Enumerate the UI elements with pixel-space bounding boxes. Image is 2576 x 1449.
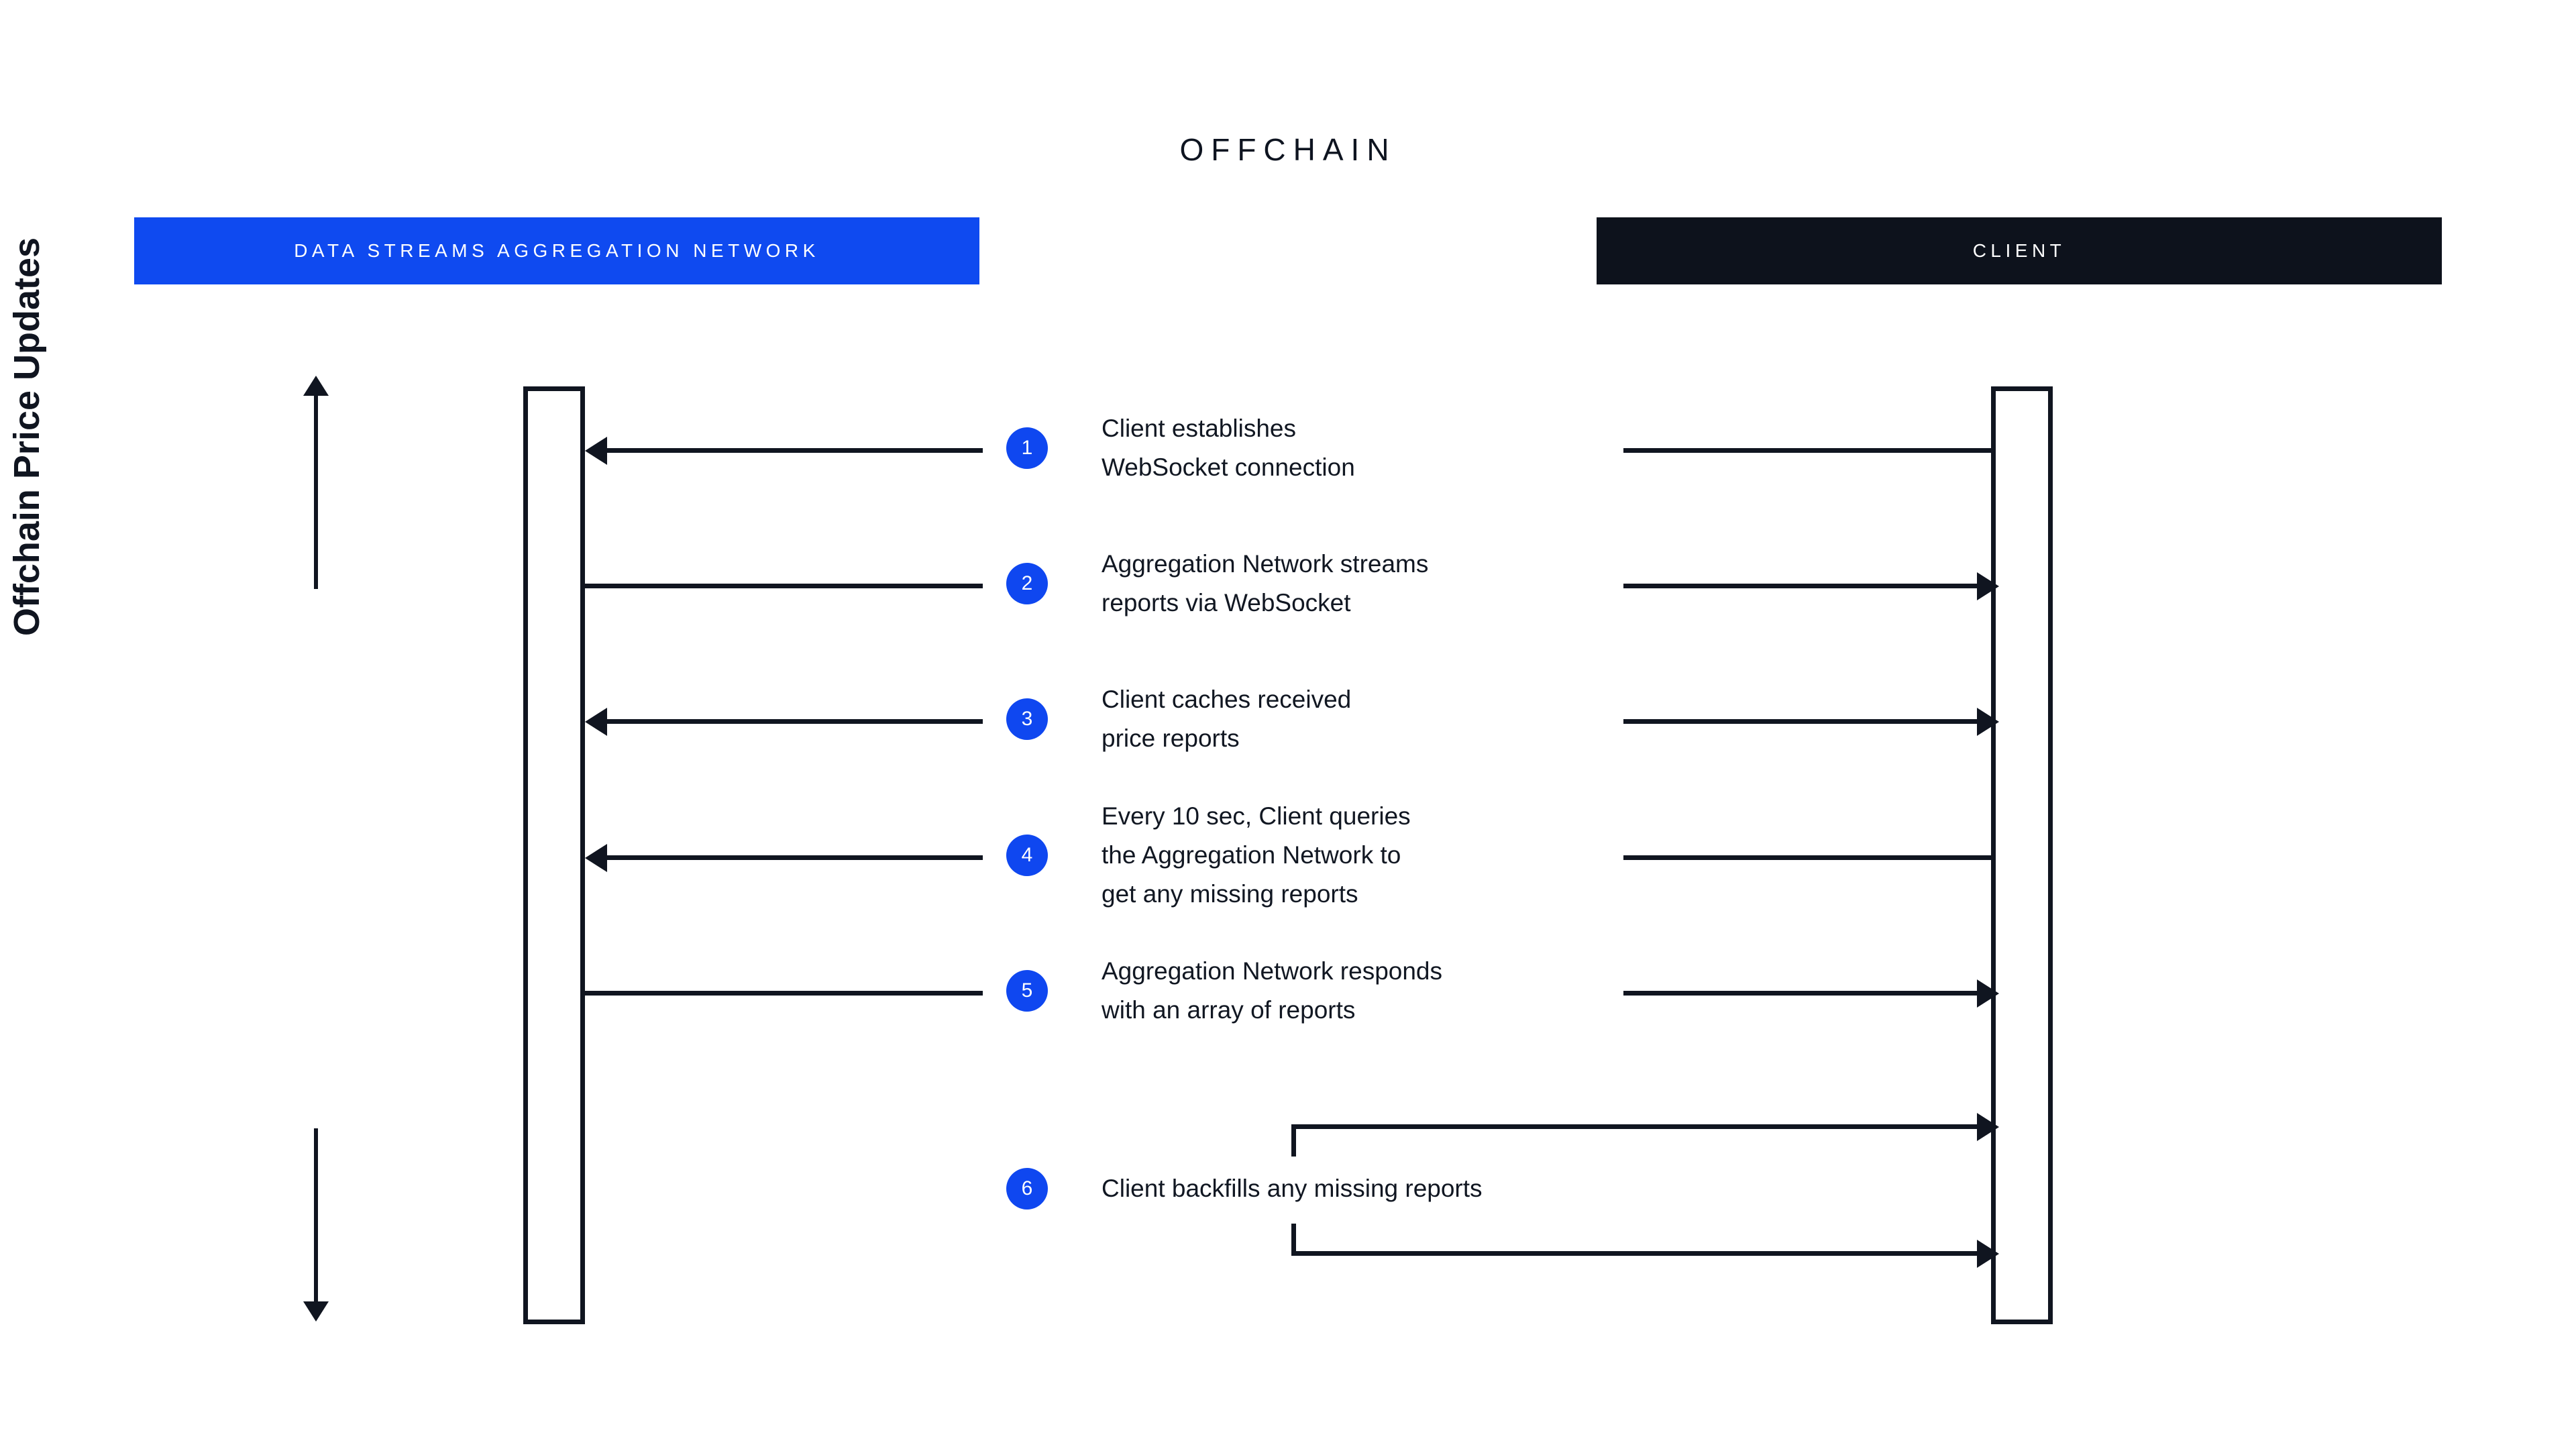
message-line-right-5 xyxy=(1623,991,1977,996)
axis-arrowhead-up-icon xyxy=(303,376,329,396)
step-number-6: 6 xyxy=(1021,1177,1033,1199)
arrowhead-left-icon-1 xyxy=(585,437,607,465)
message-line-right-1 xyxy=(1623,448,1994,453)
step-description-5: Aggregation Network responds with an arr… xyxy=(1102,957,1443,1024)
lifeline-aggregation-network xyxy=(523,386,585,1324)
actor-header-label-network: DATA STREAMS AGGREGATION NETWORK xyxy=(294,240,820,261)
step-description-6: Client backfills any missing reports xyxy=(1102,1175,1483,1202)
self-message-line-lower xyxy=(1291,1251,1977,1256)
step-badge-4: 4 xyxy=(1006,835,1048,876)
axis-arrowhead-down-icon xyxy=(303,1301,329,1322)
step-description-2: Aggregation Network streams reports via … xyxy=(1102,550,1429,616)
arrowhead-left-icon-4 xyxy=(585,844,607,872)
actor-header-client: CLIENT xyxy=(1597,217,2442,284)
step-badge-6: 6 xyxy=(1006,1168,1048,1210)
message-line-right-3 xyxy=(1623,719,1977,724)
step-badge-2: 2 xyxy=(1006,563,1048,604)
step-number-4: 4 xyxy=(1021,844,1033,866)
message-line-left-2 xyxy=(585,584,983,588)
message-line-left-3 xyxy=(607,719,983,724)
actor-header-aggregation-network: DATA STREAMS AGGREGATION NETWORK xyxy=(134,217,979,284)
message-line-left-1 xyxy=(607,448,983,453)
step-badge-3: 3 xyxy=(1006,698,1048,740)
axis-line-lower xyxy=(314,1128,318,1301)
step-number-1: 1 xyxy=(1021,437,1033,459)
actor-header-label-client: CLIENT xyxy=(1972,240,2066,261)
arrowhead-right-icon-6a xyxy=(1977,1113,1999,1141)
message-line-right-2 xyxy=(1623,584,1977,588)
step-badge-5: 5 xyxy=(1006,970,1048,1012)
offchain-price-updates-label: Offchain Price Updates xyxy=(7,237,47,637)
step-description-4: Every 10 sec, Client queries the Aggrega… xyxy=(1102,802,1411,908)
message-line-right-4 xyxy=(1623,855,1994,860)
self-message-line-upper xyxy=(1291,1124,1977,1129)
arrowhead-right-icon-6b xyxy=(1977,1240,1999,1268)
step-description-3: Client caches received price reports xyxy=(1102,686,1352,752)
axis-line-upper xyxy=(314,394,318,589)
lifeline-client xyxy=(1991,386,2053,1324)
step-number-2: 2 xyxy=(1021,572,1033,594)
self-message-stub-upper xyxy=(1291,1124,1296,1157)
step-badge-1: 1 xyxy=(1006,427,1048,469)
arrowhead-right-icon-2 xyxy=(1977,572,1999,600)
arrowhead-right-icon-5 xyxy=(1977,979,1999,1008)
step-number-3: 3 xyxy=(1021,708,1033,730)
step-number-5: 5 xyxy=(1021,979,1033,1002)
message-line-left-4 xyxy=(607,855,983,860)
arrowhead-left-icon-3 xyxy=(585,708,607,736)
offchain-price-updates-axis xyxy=(288,376,342,1322)
step-description-1: Client establishes WebSocket connection xyxy=(1102,415,1355,481)
message-line-left-5 xyxy=(585,991,983,996)
self-message-stub-lower xyxy=(1291,1224,1296,1256)
arrowhead-right-icon-3 xyxy=(1977,708,1999,736)
page-title: OFFCHAIN xyxy=(1179,132,1397,167)
